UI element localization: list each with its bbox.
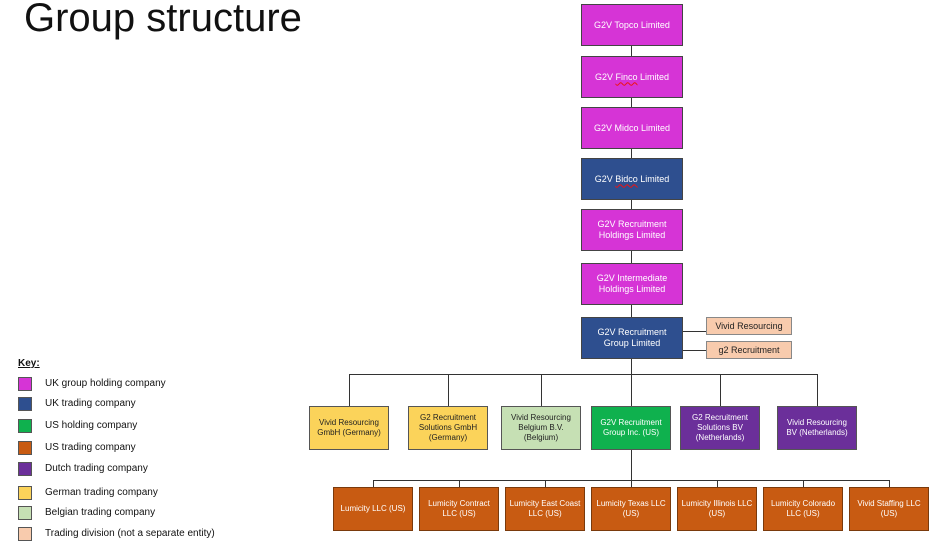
entity-box-5: G2V Recruitment Holdings Limited: [581, 209, 683, 251]
us-subsidiary-box-2-label: Lumicity Contract LLC (US): [428, 499, 490, 518]
us-connector: [631, 480, 632, 487]
us-connector: [459, 480, 460, 487]
chain-connector: [631, 305, 632, 317]
entity-label-suffix: Topco Limited: [614, 19, 670, 30]
legend-label: UK group holding company: [45, 378, 166, 389]
us-subsidiary-box-4-label: Lumicity Texas LLC (US): [596, 499, 666, 518]
subsidiary-box-4-label: G2V Recruitment Group Inc. (US): [600, 418, 662, 437]
division-vivid-resourcing-label: Vivid Resourcing: [715, 320, 783, 331]
us-subsidiary-box-5: Lumicity Illinois LLC (US): [677, 487, 757, 531]
entity-box-4: G2V Bidco Limited: [581, 158, 683, 200]
subsidiary-connector: [720, 374, 721, 406]
us-subsidiary-box-1-label: Lumicity LLC (US): [340, 504, 406, 513]
entity-box-2: G2V Finco Limited: [581, 56, 683, 98]
us-subsidiary-box-7: Vivid Staffing LLC (US): [849, 487, 929, 531]
entity-box-1: G2V Topco Limited: [581, 4, 683, 46]
subsidiary-box-2-label: G2 Recruitment Solutions GmbH (Germany): [418, 413, 478, 442]
us-connector: [889, 480, 890, 487]
legend-swatch: [18, 377, 32, 391]
subsidiary-box-3-label: Vivid Resourcing Belgium B.V. (Belgium): [511, 413, 571, 442]
division-vivid-resourcing: Vivid Resourcing: [706, 317, 792, 335]
subsidiary-connector: [817, 374, 818, 406]
us-connector: [545, 480, 546, 487]
us-subsidiary-box-5-label: Lumicity Illinois LLC (US): [681, 499, 753, 518]
entity-label-suffix: Limited: [637, 173, 670, 184]
subsidiary-box-1: Vivid Resourcing GmbH (Germany): [309, 406, 389, 450]
subsidiary-box-2: G2 Recruitment Solutions GmbH (Germany): [408, 406, 488, 450]
subsidiary-connector: [349, 374, 350, 406]
us-subsidiary-box-7-label: Vivid Staffing LLC (US): [857, 499, 921, 518]
division-g2-recruitment: g2 Recruitment: [706, 341, 792, 359]
legend-label: UK trading company: [45, 398, 136, 409]
subsidiary-box-6-label: Vivid Resourcing BV (Netherlands): [786, 418, 848, 437]
entity-label: G2V: [594, 71, 616, 82]
legend-swatch: [18, 462, 32, 476]
entity-label: G2V: [594, 19, 615, 30]
entity-box-6: G2V Intermediate Holdings Limited: [581, 263, 683, 305]
subsidiary-connector: [541, 374, 542, 406]
subsidiary-box-4: G2V Recruitment Group Inc. (US): [591, 406, 671, 450]
chain-connector: [631, 98, 632, 107]
us-subsidiary-box-1: Lumicity LLC (US): [333, 487, 413, 531]
legend-label: Trading division (not a separate entity): [45, 528, 215, 539]
legend-swatch: [18, 506, 32, 520]
entity-label: G2V Recruitment Holdings Limited: [597, 219, 667, 240]
entity-box-3: G2V Midco Limited: [581, 107, 683, 149]
subsidiary-box-6: Vivid Resourcing BV (Netherlands): [777, 406, 857, 450]
legend-title: Key:: [18, 358, 40, 369]
subsidiary-bus: [349, 374, 818, 375]
us-subsidiary-box-3-label: Lumicity East Coast LLC (US): [509, 499, 581, 518]
chain-connector: [631, 359, 632, 374]
legend-swatch: [18, 486, 32, 500]
page-title: Group structure: [24, 0, 302, 40]
entity-label-suffix: Midco Limited: [614, 122, 671, 133]
legend-swatch: [18, 419, 32, 433]
legend-label: Dutch trading company: [45, 463, 148, 474]
chain-connector: [631, 200, 632, 209]
legend-swatch: [18, 441, 32, 455]
entity-label: G2V: [594, 173, 616, 184]
subsidiary-box-3: Vivid Resourcing Belgium B.V. (Belgium): [501, 406, 581, 450]
subsidiary-connector: [448, 374, 449, 406]
division-connector: [683, 350, 706, 351]
subsidiary-box-5-label: G2 Recruitment Solutions BV (Netherlands…: [691, 413, 749, 442]
division-connector: [683, 331, 706, 332]
entity-label-suffix: Limited: [637, 71, 670, 82]
legend-label: US holding company: [45, 420, 138, 431]
entity-label: G2V Intermediate Holdings Limited: [596, 273, 668, 294]
entity-box-7: G2V Recruitment Group Limited: [581, 317, 683, 359]
legend-label: German trading company: [45, 487, 158, 498]
us-subsidiary-box-2: Lumicity Contract LLC (US): [419, 487, 499, 531]
subsidiary-box-1-label: Vivid Resourcing GmbH (Germany): [317, 418, 381, 437]
us-subsidiary-box-6: Lumicity Colorado LLC (US): [763, 487, 843, 531]
subsidiary-box-5: G2 Recruitment Solutions BV (Netherlands…: [680, 406, 760, 450]
chain-connector: [631, 46, 632, 56]
entity-label-spellcheck: Bidco: [615, 173, 638, 184]
us-connector: [803, 480, 804, 487]
legend-label: US trading company: [45, 442, 136, 453]
entity-label-spellcheck: Finco: [615, 71, 638, 82]
division-g2-recruitment-label: g2 Recruitment: [718, 344, 780, 355]
us-subsidiary-box-3: Lumicity East Coast LLC (US): [505, 487, 585, 531]
us-connector: [717, 480, 718, 487]
legend-swatch: [18, 397, 32, 411]
legend-label: Belgian trading company: [45, 507, 156, 518]
us-subsidiary-box-4: Lumicity Texas LLC (US): [591, 487, 671, 531]
entity-label: G2V Recruitment Group Limited: [597, 327, 667, 348]
chain-connector: [631, 251, 632, 263]
us-connector: [631, 450, 632, 480]
us-connector: [373, 480, 374, 487]
chain-connector: [631, 149, 632, 158]
entity-label: G2V: [593, 122, 615, 133]
legend-swatch: [18, 527, 32, 541]
subsidiary-connector: [631, 374, 632, 406]
us-subsidiary-box-6-label: Lumicity Colorado LLC (US): [770, 499, 836, 518]
